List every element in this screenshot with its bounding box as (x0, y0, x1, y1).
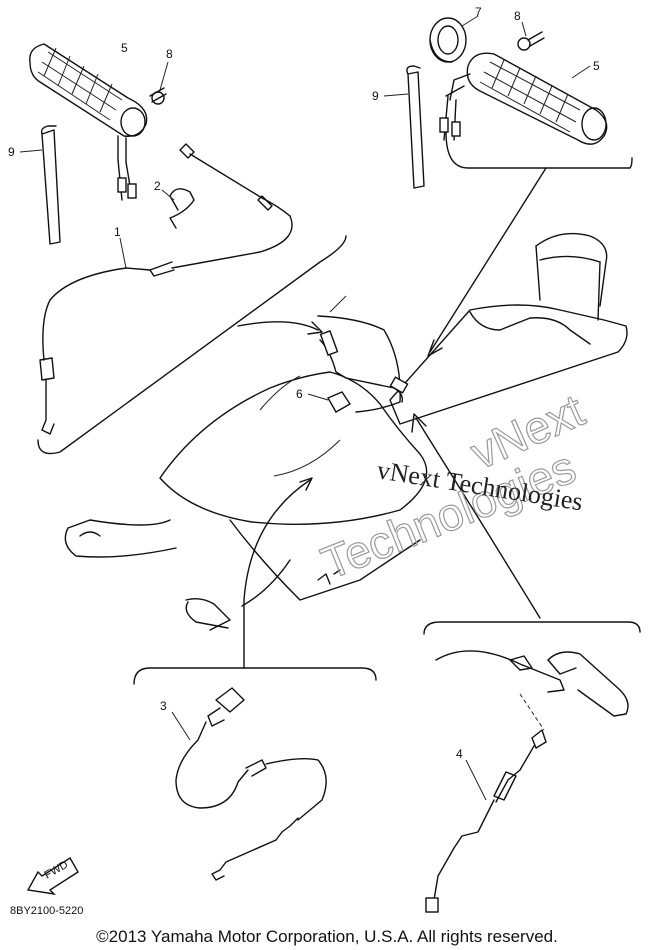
grip-ring (429, 15, 479, 63)
inset-bottom-left (133, 667, 377, 881)
throttle-cable (39, 143, 293, 435)
inset-border-bottom-left (133, 667, 377, 685)
heated-grip-right (439, 52, 608, 145)
callout-grip-right: 5 (593, 59, 600, 73)
callout-clip: 2 (154, 179, 161, 193)
heated-grip-left (29, 43, 148, 201)
cable-tie-right (383, 65, 425, 189)
snowmobile (64, 232, 628, 631)
inset-border-right (445, 131, 633, 169)
callout-screw-right: 8 (514, 9, 521, 23)
callout-bracket: 6 (296, 387, 303, 401)
clip (161, 188, 195, 229)
callout-ring: 7 (475, 5, 482, 19)
callout-tie-right: 9 (372, 89, 379, 103)
screw-left (149, 61, 169, 105)
callout-grip-left: 5 (121, 41, 128, 55)
fwd-arrow-icon: FWD (26, 857, 79, 896)
inset-border-left (37, 235, 347, 455)
callout-brake-cable: 4 (456, 747, 463, 761)
brake-cable (425, 729, 547, 913)
copyright-notice: ©2013 Yamaha Motor Corporation, U.S.A. A… (96, 927, 558, 946)
callout-screw-left: 8 (166, 47, 173, 61)
leader-arrows (237, 167, 547, 669)
cable-tie-left (19, 125, 61, 245)
callouts: 5 8 9 2 1 7 8 9 5 6 3 4 (8, 5, 600, 761)
inset-border-bottom-right (423, 621, 641, 635)
brake-lever (435, 650, 629, 717)
part-code: 8BY2100-5220 (10, 905, 83, 917)
inset-top-right (383, 15, 633, 189)
callout-throttle-cable: 1 (114, 225, 121, 239)
choke-cable (171, 687, 327, 881)
callout-tie-left: 9 (8, 145, 15, 159)
watermark: vNext Technologies vNext Technologies (314, 383, 593, 590)
screw-right (517, 21, 545, 51)
inset-bottom-right (423, 621, 641, 913)
inset-top-left (19, 43, 347, 455)
callout-choke-cable: 3 (160, 699, 167, 713)
watermark-outline-line2: Technologies (314, 440, 582, 589)
